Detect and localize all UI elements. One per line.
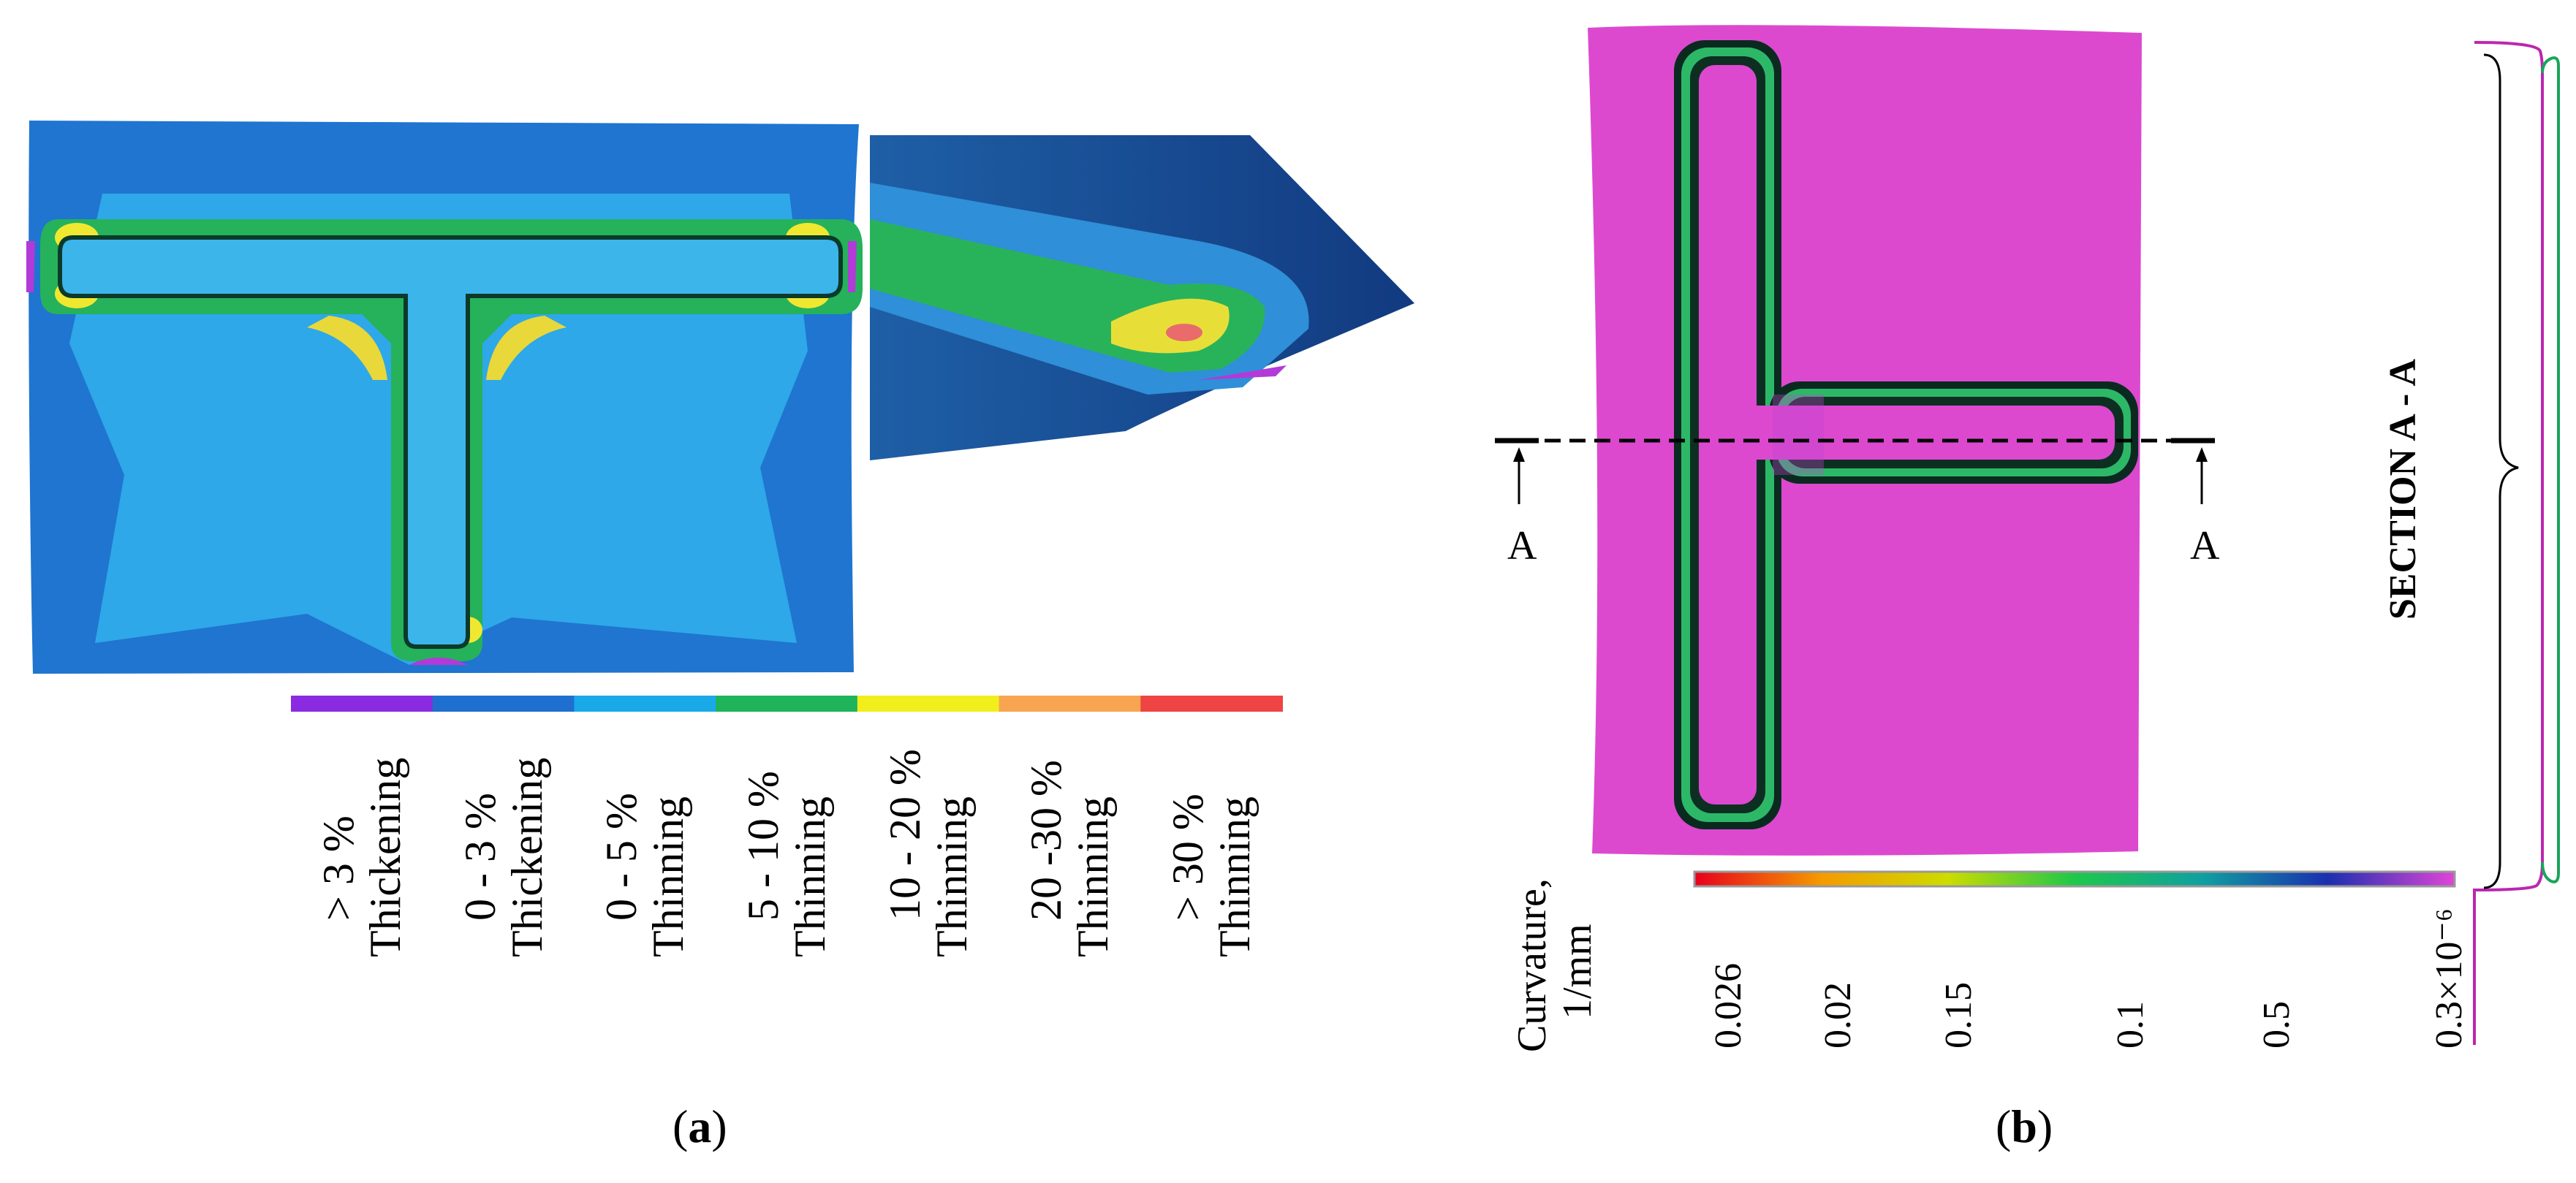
scale-segment	[574, 696, 717, 712]
curvature-colorbar	[1693, 870, 2456, 888]
colorbar-title-line1: Curvature,	[1509, 878, 1555, 1052]
angled-view-edge	[1199, 365, 1287, 380]
colorbar-tick-label: 0.1	[2110, 1001, 2151, 1049]
t-junction-interior	[1757, 406, 1786, 460]
scale-segment	[291, 696, 433, 712]
caption-b: (b)	[1996, 1100, 2053, 1152]
section-brace	[2483, 53, 2519, 889]
arrow-head-icon	[2196, 447, 2208, 462]
thickening-edge-mark	[848, 241, 857, 292]
colorbar-tick-label: 0.02	[1817, 982, 1859, 1049]
yellow-patch	[486, 316, 567, 380]
caption-a-letter: a	[688, 1100, 712, 1152]
colorbar-tick-label: 0.5	[2256, 1001, 2297, 1049]
scale-segment	[857, 696, 1000, 712]
section-marker-right: A	[2190, 523, 2220, 568]
scale-segment	[716, 696, 858, 712]
colorbar-title: Curvature, 1/mm	[1509, 878, 1600, 1052]
colorbar-title-line2: 1/mm	[1555, 924, 1600, 1019]
arrow-head-icon	[1513, 447, 1525, 462]
angled-view-yellow	[1111, 298, 1230, 354]
scale-segment	[999, 696, 1142, 712]
t-junction-faint	[1773, 395, 1824, 475]
section-marker-left: A	[1507, 523, 1537, 568]
thickness-scale-bar	[291, 696, 1283, 712]
section-profile-groove	[2541, 56, 2560, 883]
scale-segment	[1140, 696, 1283, 712]
t-vertical-interior	[1699, 65, 1757, 804]
section-profile	[2473, 41, 2544, 1045]
thickening-edge-mark	[26, 241, 35, 292]
caption-a: (a)	[673, 1100, 727, 1152]
scale-segment	[432, 696, 575, 712]
colorbar-tick-label: 0.026	[1708, 963, 1749, 1049]
t-channel-inner-a	[58, 235, 843, 649]
t-horizontal-interior	[1751, 406, 2115, 460]
caption-b-letter: b	[2011, 1100, 2037, 1152]
yellow-patch	[307, 316, 387, 380]
colorbar-tick-label: 0.15	[1938, 982, 1980, 1049]
angled-view-red	[1166, 324, 1202, 341]
colorbar-tick-label: 0.3×10⁻⁶	[2428, 908, 2470, 1049]
section-title: SECTION A - A	[2382, 359, 2424, 620]
thickening-edge-mark	[409, 658, 468, 665]
